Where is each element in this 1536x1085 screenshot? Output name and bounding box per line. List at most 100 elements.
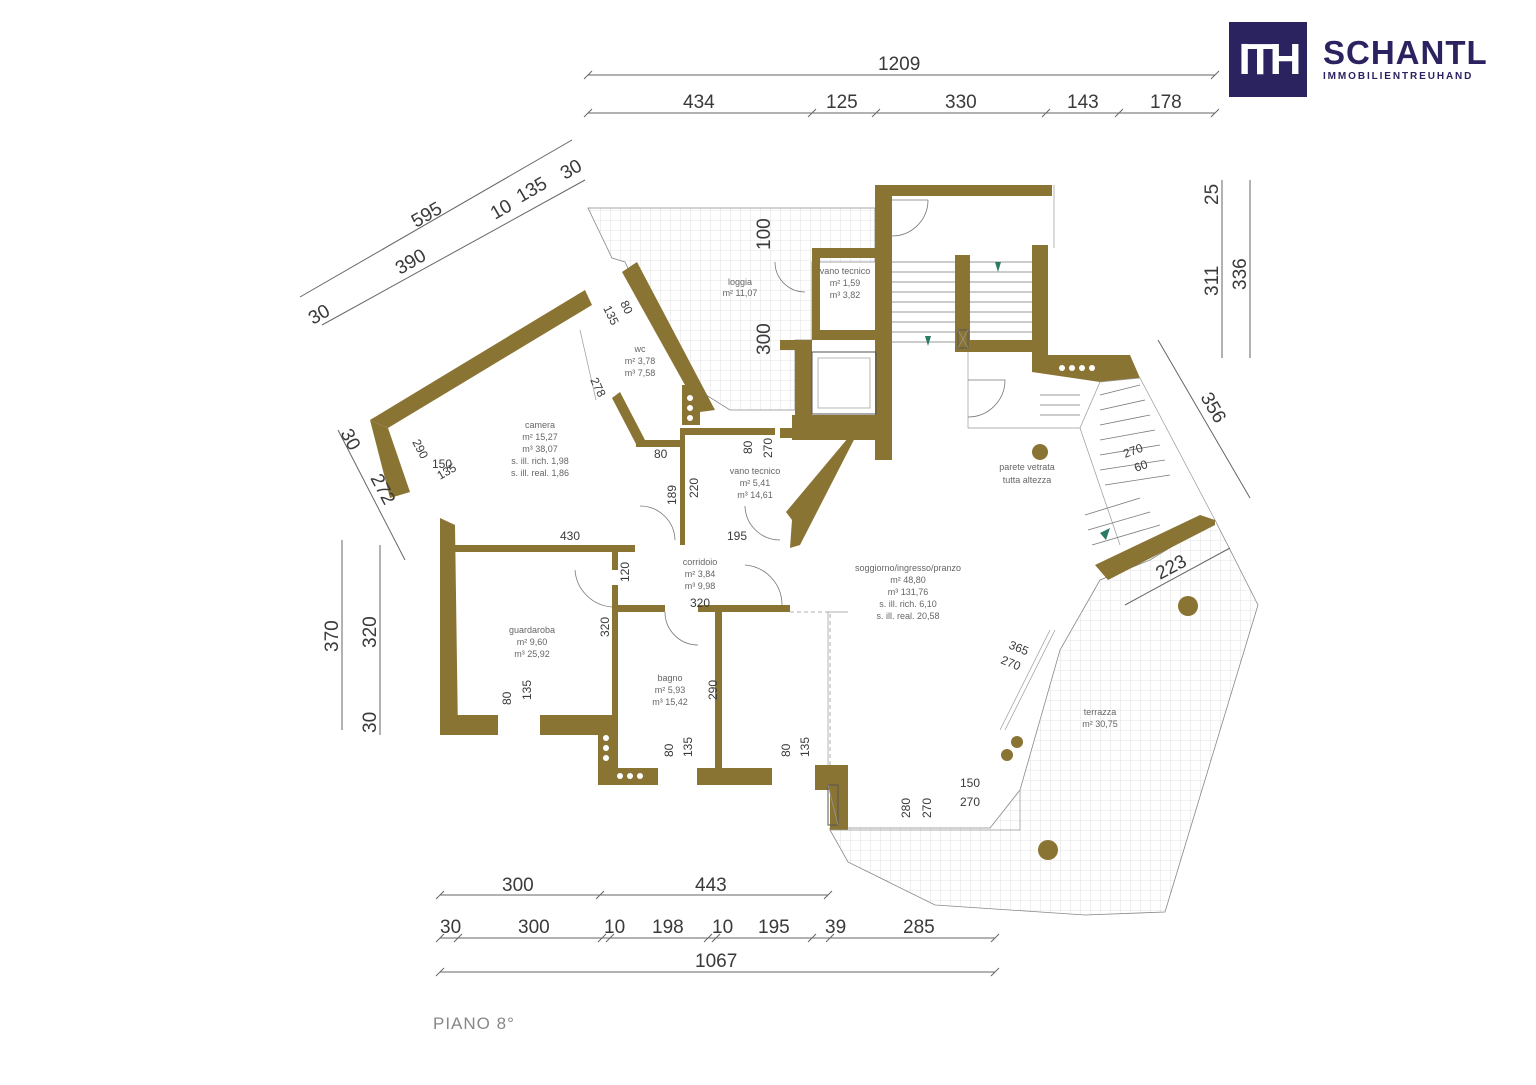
dim-loggia-100: 100 bbox=[754, 218, 775, 250]
dim-b2-30: 30 bbox=[440, 917, 461, 938]
room-terrazza-name: terrazza bbox=[1084, 707, 1117, 717]
room-camera-ill-rich: s. ill. rich. 1,98 bbox=[511, 456, 569, 466]
dim-top-total: 1209 bbox=[878, 54, 920, 75]
dim-bottom-total: 1067 bbox=[695, 951, 737, 972]
stairs bbox=[892, 261, 1216, 546]
dim-diag-30b: 30 bbox=[305, 301, 334, 330]
room-guardaroba-area: m² 9,60 bbox=[517, 637, 548, 647]
dim-left-30: 30 bbox=[336, 425, 364, 454]
dim-right-336: 336 bbox=[1230, 258, 1251, 290]
dim-st-270: 270 bbox=[1121, 441, 1145, 461]
room-soggiorno-ill-rich: s. ill. rich. 6,10 bbox=[879, 599, 937, 609]
room-parete-l2: tutta altezza bbox=[1003, 475, 1052, 485]
room-vano-name: vano tecnico bbox=[730, 466, 781, 476]
dim-diag-30a: 30 bbox=[557, 156, 586, 185]
dim-b2-300: 300 bbox=[518, 917, 550, 938]
dim-diag-595: 595 bbox=[408, 198, 446, 232]
room-bagno-name: bagno bbox=[657, 673, 682, 683]
room-wc-name: wc bbox=[634, 344, 646, 354]
dim-b2-195: 195 bbox=[758, 917, 790, 938]
dim-gua-135: 135 bbox=[520, 680, 534, 700]
dim-sog-280: 280 bbox=[899, 798, 913, 818]
dim-loggia-300: 300 bbox=[754, 323, 775, 355]
dim-cam-290: 290 bbox=[409, 437, 431, 462]
room-camera-vol: m³ 38,07 bbox=[522, 444, 558, 454]
room-loggia-area: m² 11,07 bbox=[723, 288, 758, 298]
dim-vano-270: 270 bbox=[761, 438, 775, 458]
dim-b2-39: 39 bbox=[825, 917, 846, 938]
room-guardaroba-vol: m³ 25,92 bbox=[514, 649, 550, 659]
dim-b2-10b: 10 bbox=[712, 917, 733, 938]
dim-cam-430: 430 bbox=[560, 529, 580, 543]
room-camera-area: m² 15,27 bbox=[522, 432, 558, 442]
dim-left-30v: 30 bbox=[360, 712, 381, 733]
dim-bag-135: 135 bbox=[681, 737, 695, 757]
dim-sog-270c: 270 bbox=[920, 798, 934, 818]
room-guardaroba-name: guardaroba bbox=[509, 625, 555, 635]
dim-top-seg-2: 125 bbox=[826, 92, 858, 113]
dim-bag-80: 80 bbox=[662, 743, 676, 757]
dim-bottom-443: 443 bbox=[695, 875, 727, 896]
floor-label: PIANO 8° bbox=[433, 1014, 515, 1033]
company-logo: ITH SCHANTL IMMOBILIENTREUHAND bbox=[1229, 22, 1488, 97]
dim-top-seg-3: 330 bbox=[945, 92, 977, 113]
dim-cam-150: 150 bbox=[432, 457, 452, 471]
room-labels: loggia m² 11,07 vano tecnico m² 1,59 m³ … bbox=[509, 266, 1118, 729]
dim-kit-80: 80 bbox=[779, 743, 793, 757]
dim-sog-270: 270 bbox=[999, 653, 1023, 674]
dim-right-25: 25 bbox=[1202, 184, 1223, 205]
dim-wc-278: 278 bbox=[587, 375, 609, 399]
logo-name: SCHANTL bbox=[1323, 33, 1488, 71]
dim-sog-150: 150 bbox=[960, 776, 980, 790]
dim-top-seg-4: 143 bbox=[1067, 92, 1099, 113]
dim-b2-285: 285 bbox=[903, 917, 935, 938]
dim-left-320: 320 bbox=[360, 616, 381, 648]
room-corridoio-name: corridoio bbox=[683, 557, 718, 567]
room-parete-l1: parete vetrata bbox=[999, 462, 1055, 472]
dim-top-seg-1: 434 bbox=[683, 92, 715, 113]
dim-wc-80: 80 bbox=[617, 298, 636, 316]
room-corridoio-area: m² 3,84 bbox=[685, 569, 716, 579]
dim-cam-80: 80 bbox=[654, 447, 668, 461]
dim-vano-80: 80 bbox=[741, 440, 755, 454]
room-soggiorno-area: m² 48,80 bbox=[890, 575, 926, 585]
room-soggiorno-vol: m³ 131,76 bbox=[888, 587, 929, 597]
room-bagno-area: m² 5,93 bbox=[655, 685, 686, 695]
room-corridoio-vol: m³ 9,98 bbox=[685, 581, 716, 591]
room-camera-name: camera bbox=[525, 420, 555, 430]
columns bbox=[1001, 444, 1198, 860]
dim-b2-10a: 10 bbox=[604, 917, 625, 938]
dim-corr-120: 120 bbox=[618, 562, 632, 582]
dim-st-60: 60 bbox=[1132, 457, 1150, 475]
room-terrazza-area: m² 30,75 bbox=[1082, 719, 1118, 729]
dim-gua-80: 80 bbox=[500, 691, 514, 705]
room-bagno-vol: m³ 15,42 bbox=[652, 697, 688, 707]
dim-right-356: 356 bbox=[1196, 389, 1230, 427]
room-loggia-name: loggia bbox=[728, 277, 752, 287]
plan-linework bbox=[574, 185, 1121, 831]
dim-diag-390: 390 bbox=[392, 245, 430, 279]
room-vano-top-vol: m³ 3,82 bbox=[830, 290, 861, 300]
room-wc-vol: m³ 7,58 bbox=[625, 368, 656, 378]
dim-sog-270b: 270 bbox=[960, 795, 980, 809]
logo-text: SCHANTL IMMOBILIENTREUHAND bbox=[1323, 33, 1488, 84]
dim-vano-195: 195 bbox=[727, 529, 747, 543]
dim-vano-189: 189 bbox=[665, 485, 679, 505]
room-vano-top-name: vano tecnico bbox=[820, 266, 871, 276]
dim-vano-220: 220 bbox=[687, 478, 701, 498]
dimension-lines bbox=[299, 70, 1251, 977]
room-wc-area: m² 3,78 bbox=[625, 356, 656, 366]
dim-b2-198: 198 bbox=[652, 917, 684, 938]
room-vano-area: m² 5,41 bbox=[740, 478, 771, 488]
window-markers bbox=[603, 365, 1095, 779]
room-soggiorno-name: soggiorno/ingresso/pranzo bbox=[855, 563, 961, 573]
room-soggiorno-ill-real: s. ill. real. 20,58 bbox=[876, 611, 939, 621]
dim-left-370: 370 bbox=[322, 620, 343, 652]
dim-bottom-300: 300 bbox=[502, 875, 534, 896]
dim-bag-290: 290 bbox=[706, 680, 720, 700]
dim-right-311: 311 bbox=[1202, 266, 1223, 296]
dim-top-seg-5: 178 bbox=[1150, 92, 1182, 113]
logo-tagline: IMMOBILIENTREUHAND bbox=[1323, 70, 1474, 82]
dim-kit-135: 135 bbox=[798, 737, 812, 757]
